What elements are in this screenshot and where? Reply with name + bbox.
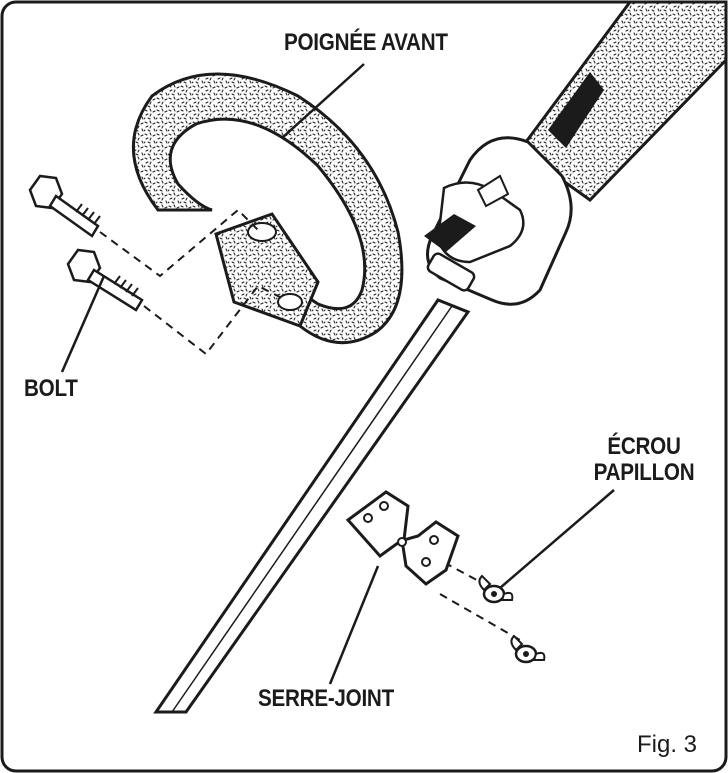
clamp-label: SERRE-JOINT [258,685,394,712]
leader-lines [60,63,615,685]
wing-nut-lower [510,634,546,664]
assembly-dashes [99,208,521,641]
bolt-lower [66,248,144,312]
front-handle-label: POIGNÉE AVANT [284,29,448,56]
bolt-label: BOLT [24,375,78,402]
wing-nut-label-line2: PAPILLON [593,459,695,486]
upper-grip [517,0,728,202]
coupler-housing [424,136,573,306]
clamp [345,490,460,586]
wing-nut-label: ÉCROU PAPILLON [587,434,701,486]
figure-number: Fig. 3 [637,731,698,758]
trimmer-shaft [153,298,471,714]
wing-nut-upper [478,574,514,604]
front-handle [132,72,404,345]
wing-nut-label-line1: ÉCROU [607,433,681,460]
bolt-upper [28,174,101,238]
